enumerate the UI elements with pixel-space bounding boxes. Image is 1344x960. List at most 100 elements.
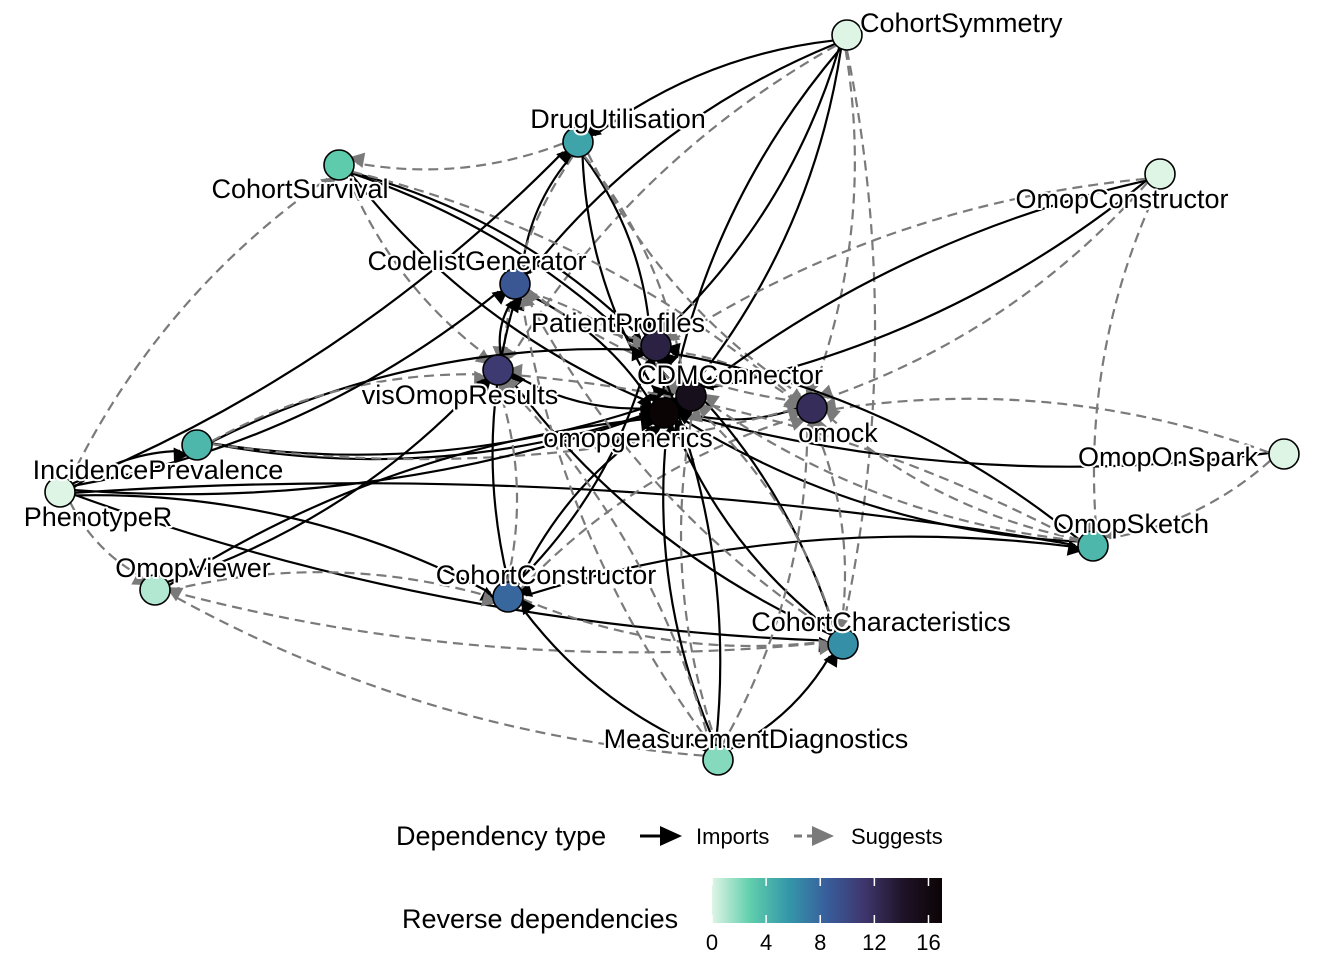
node-CodelistGenerator [499, 268, 531, 300]
edge-MeasurementDiagnostics-to-CohortCharacteristics [728, 650, 839, 751]
legend: Dependency type Imports Suggests Reverse… [396, 821, 943, 955]
edge-DrugUtilisation-to-omock [586, 152, 806, 404]
dependency-type-legend: Dependency type Imports Suggests [396, 821, 943, 851]
node-label-OmopOnSpark: OmopOnSpark [1078, 442, 1259, 472]
colorbar-tick-label: 8 [814, 930, 826, 955]
edge-CohortSymmetry-to-CodelistGenerator [520, 42, 836, 278]
labels-layer: CohortSymmetryDrugUtilisationCohortSurvi… [22, 6, 1261, 756]
edge-OmopSketch-to-omock [824, 406, 1080, 541]
node-OmopOnSpark [1268, 438, 1300, 470]
edge-IncidencePrevalence-to-PatientProfiles [211, 346, 648, 443]
imports-label: Imports [696, 824, 769, 849]
edge-CohortCharacteristics-to-CodelistGenerator [526, 287, 834, 634]
edge-OmopConstructor-to-CDMConnector [697, 179, 1148, 391]
edge-CohortConstructor-to-omock [519, 416, 807, 590]
edge-DrugUtilisation-to-CohortSurvival [348, 142, 564, 171]
node-label-OmopConstructor: OmopConstructor [1015, 184, 1228, 214]
suggests-label: Suggests [851, 824, 943, 849]
edge-CohortSurvival-to-PatientProfiles [351, 171, 644, 347]
edge-PhenotypeR-to-DrugUtilisation [72, 148, 573, 485]
edge-OmopViewer-to-CohortCharacteristics [169, 590, 835, 656]
colorbar-tick-label: 4 [760, 930, 772, 955]
imports-key: Imports [640, 824, 769, 849]
colorbar-tick-label: 12 [862, 930, 886, 955]
edge-PhenotypeR-to-CohortConstructor [74, 494, 497, 601]
edge-CohortSymmetry-to-CDMConnector [689, 48, 843, 385]
node-label-CDMConnector: CDMConnector [637, 360, 823, 390]
suggests-key: Suggests [794, 824, 943, 849]
node-OmopViewer [139, 574, 171, 606]
node-label-CodelistGenerator: CodelistGenerator [367, 246, 586, 276]
edge-DrugUtilisation-to-visOmopResults [492, 155, 574, 362]
edge-CohortConstructor-to-CodelistGenerator [491, 294, 525, 583]
node-label-OmopViewer: OmopViewer [115, 553, 271, 583]
edge-OmopConstructor-to-OmopSketch [1083, 188, 1159, 538]
edge-MeasurementDiagnostics-to-omopgenerics [662, 422, 717, 746]
node-label-CohortConstructor: CohortConstructor [436, 560, 657, 590]
edge-MeasurementDiagnostics-to-omock [720, 416, 820, 747]
node-label-visOmopResults: visOmopResults [362, 380, 559, 410]
edge-PhenotypeR-to-OmopSketch [74, 482, 1084, 556]
node-label-IncidencePrevalence: IncidencePrevalence [33, 455, 284, 485]
edge-OmopViewer-to-CohortConstructor [169, 571, 498, 607]
edge-OmopOnSpark-to-OmopSketch [1099, 459, 1272, 541]
dependency-network: CohortSymmetryDrugUtilisationCohortSurvi… [22, 6, 1300, 776]
edge-OmopSketch-to-PatientProfiles [664, 342, 1081, 541]
node-label-MeasurementDiagnostics: MeasurementDiagnostics [604, 724, 909, 754]
edge-CohortConstructor-to-PatientProfiles [514, 353, 657, 585]
edge-OmopViewer-to-omopgenerics [168, 416, 657, 587]
edge-DrugUtilisation-to-PatientProfiles [582, 155, 653, 339]
edge-IncidencePrevalence-to-visOmopResults [211, 370, 490, 443]
reverse-dependencies-title: Reverse dependencies [402, 904, 678, 934]
node-label-CohortCharacteristics: CohortCharacteristics [751, 607, 1011, 637]
edge-CohortCharacteristics-to-omopgenerics [674, 417, 835, 634]
imports-arrow-icon [660, 826, 682, 846]
node-MeasurementDiagnostics [702, 744, 734, 776]
node-IncidencePrevalence [181, 429, 213, 461]
edge-CohortCharacteristics-to-CDMConnector [696, 402, 837, 632]
edge-PhenotypeR-to-CodelistGenerator [73, 289, 509, 487]
edge-IncidencePrevalence-to-omopgenerics [211, 412, 657, 461]
edge-CohortConstructor-to-omopgenerics [516, 425, 663, 587]
node-label-OmopSketch: OmopSketch [1053, 509, 1209, 539]
edge-OmopSketch-to-omopgenerics [675, 409, 1079, 543]
edge-OmopConstructor-to-omopgenerics [670, 179, 1147, 408]
edge-OmopSketch-to-CDMConnector [702, 393, 1080, 542]
node-label-omopgenerics: omopgenerics [543, 423, 713, 453]
edge-CohortSurvival-to-visOmopResults [347, 176, 492, 365]
node-omock [796, 392, 828, 424]
node-label-CohortSymmetry: CohortSymmetry [860, 8, 1063, 38]
node-CohortCharacteristics [827, 628, 859, 660]
node-CDMConnector [675, 380, 707, 412]
node-CohortConstructor [492, 581, 524, 613]
node-label-PhenotypeR: PhenotypeR [24, 502, 173, 532]
node-OmopConstructor [1144, 158, 1176, 190]
edge-OmopConstructor-to-PatientProfiles [663, 177, 1146, 342]
node-omopgenerics [648, 397, 680, 429]
suggests-arrow-icon [812, 826, 834, 846]
dependency-type-title: Dependency type [396, 821, 606, 851]
edge-visOmopResults-to-CodelistGenerator [498, 296, 520, 356]
node-CohortSymmetry [831, 19, 863, 51]
edge-OmopOnSpark-to-omopgenerics [674, 404, 1270, 468]
colorbar-tick-label: 16 [916, 930, 940, 955]
edge-MeasurementDiagnostics-to-OmopViewer [166, 587, 704, 757]
edge-PhenotypeR-to-OmopViewer [69, 502, 149, 586]
edge-CohortSymmetry-to-omopgenerics [661, 47, 842, 405]
edge-DrugUtilisation-to-omopgenerics [581, 156, 660, 406]
edge-CohortSymmetry-to-visOmopResults [502, 44, 837, 364]
edge-CohortSurvival-to-omopgenerics [350, 173, 657, 411]
edge-CohortSymmetry-to-PatientProfiles [655, 47, 841, 334]
edge-MeasurementDiagnostics-to-CohortConstructor [520, 598, 707, 752]
edge-CohortCharacteristics-to-omock [813, 415, 847, 630]
edge-PhenotypeR-to-CohortSurvival [68, 176, 338, 482]
edge-PhenotypeR-to-IncidencePrevalence [73, 447, 190, 489]
node-OmopSketch [1077, 530, 1109, 562]
node-PhenotypeR [44, 476, 76, 508]
node-label-DrugUtilisation: DrugUtilisation [530, 104, 706, 134]
edge-PhenotypeR-to-omopgenerics [74, 414, 657, 496]
edge-OmopOnSpark-to-omock [820, 397, 1270, 454]
edge-OmopConstructor-to-omock [816, 181, 1149, 400]
edge-CohortSurvival-to-omock [352, 170, 801, 409]
